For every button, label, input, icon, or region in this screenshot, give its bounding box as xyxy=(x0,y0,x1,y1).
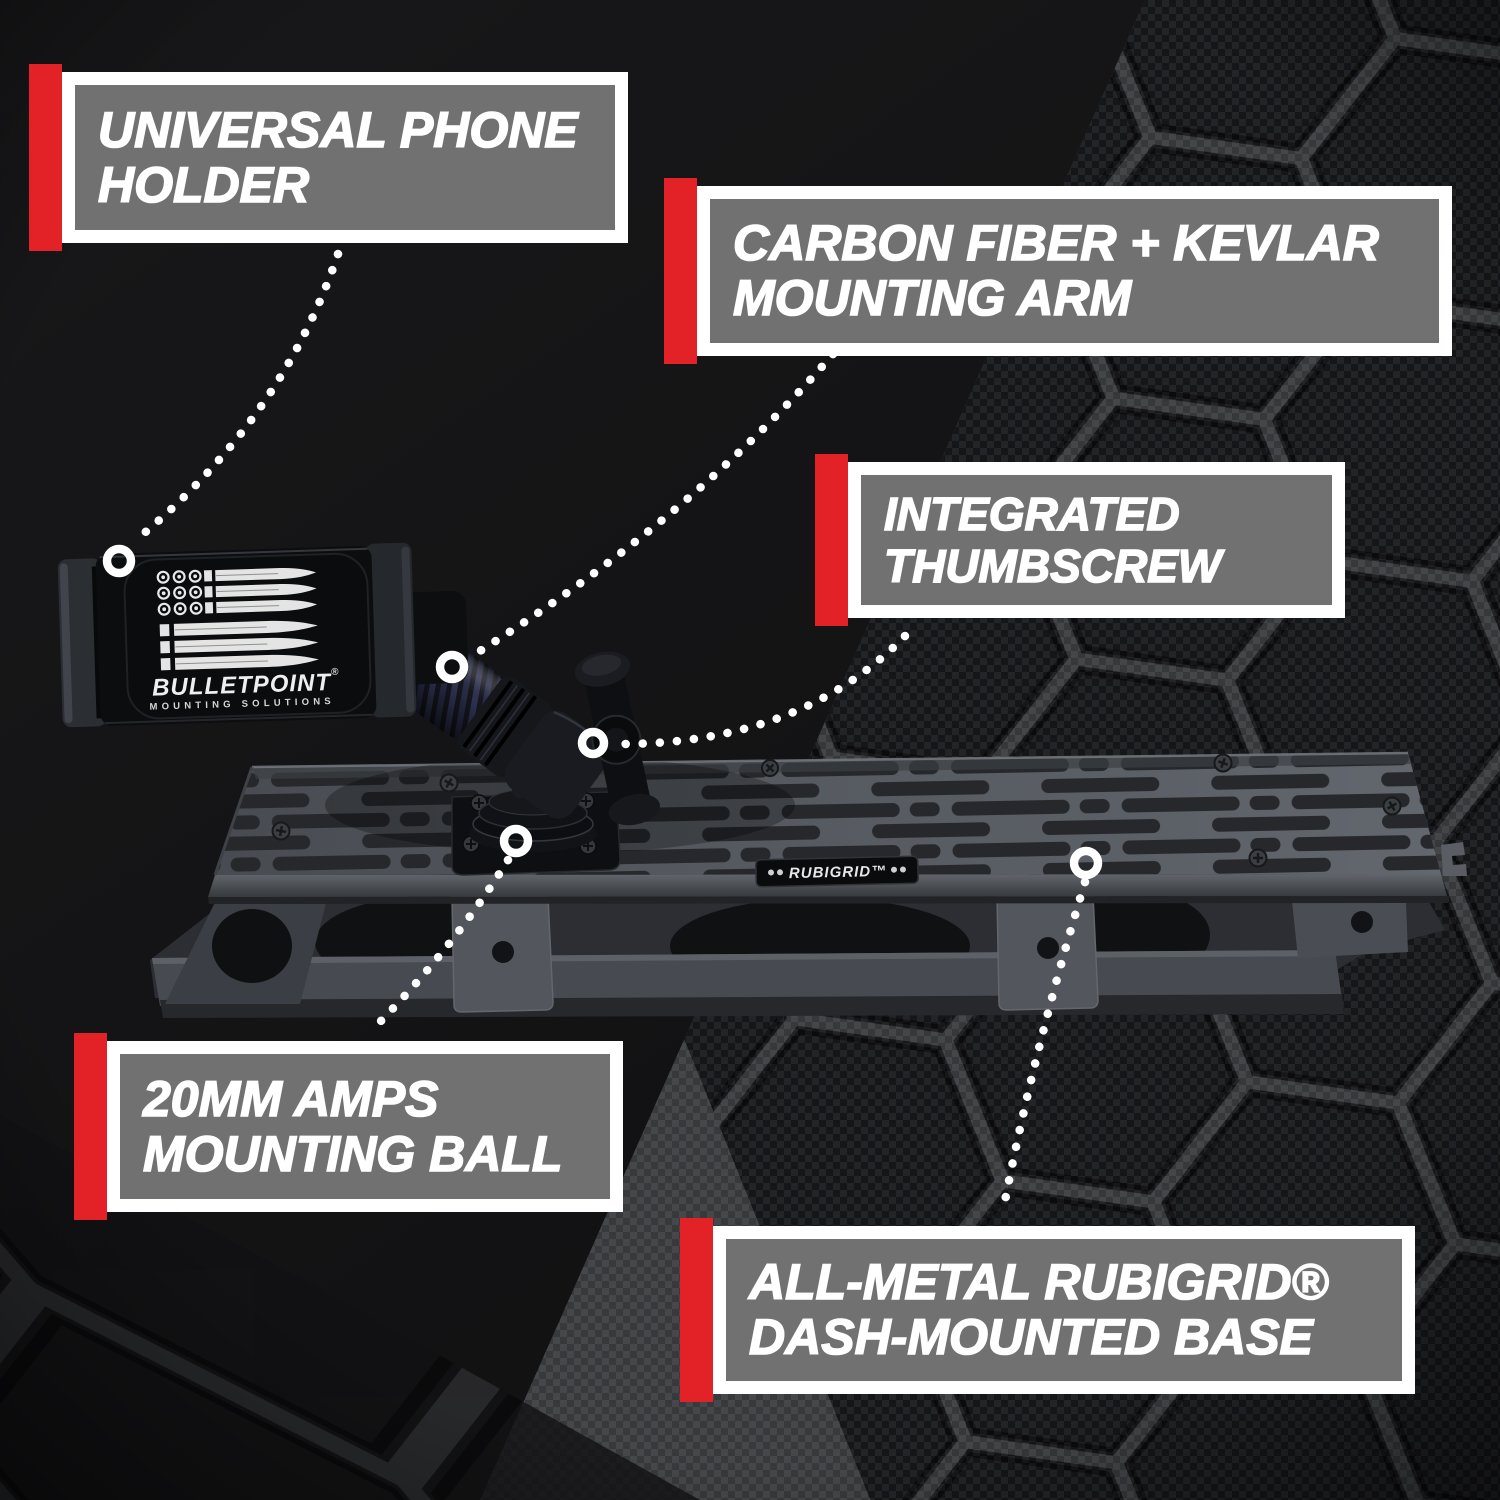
leader-line-phone-holder xyxy=(131,249,343,545)
callout-accent-bar xyxy=(664,178,697,364)
leader-ring-base xyxy=(1069,846,1103,880)
callout-text: UNIVERSAL PHONE xyxy=(97,101,578,158)
plate-screws xyxy=(271,753,1402,868)
callout-integrated-thumbscrew: INTEGRATED THUMBSCREW xyxy=(815,454,1345,626)
callout-text: DASH-MOUNTED BASE xyxy=(748,1309,1314,1366)
callout-rubigrid-dash-mounted-base: ALL-METAL RUBIGRID® DASH-MOUNTED BASE xyxy=(680,1218,1415,1402)
callout-amps-mounting-ball: 20MM AMPS MOUNTING BALL xyxy=(74,1033,623,1220)
callout-text: CARBON FIBER + KEVLAR xyxy=(732,215,1379,272)
rubigrid-base-plate: RUBIGRID™ xyxy=(150,751,1467,1018)
leader-line-mounting-ball xyxy=(367,855,513,1035)
rubigrid-badge: RUBIGRID™ xyxy=(755,855,919,888)
callout-text: 20MM AMPS xyxy=(142,1070,439,1127)
callout-universal-phone-holder: UNIVERSAL PHONE HOLDER xyxy=(29,64,628,251)
callout-panel: CARBON FIBER + KEVLAR MOUNTING ARM xyxy=(710,199,1439,343)
leader-lines xyxy=(131,249,1090,1211)
callout-panel: UNIVERSAL PHONE HOLDER xyxy=(75,85,615,230)
leader-ring-thumbscrew xyxy=(577,727,609,759)
rubigrid-badge-label: RUBIGRID™ xyxy=(789,863,888,882)
leader-line-base xyxy=(999,877,1090,1211)
callout-accent-bar xyxy=(74,1033,107,1220)
callout-text: ALL-METAL RUBIGRID® xyxy=(748,1254,1329,1311)
leader-ring-mounting-arm xyxy=(435,650,469,684)
callout-panel: 20MM AMPS MOUNTING BALL xyxy=(120,1054,610,1199)
leader-ring-mounting-ball xyxy=(499,824,533,858)
brand-logo: BULLETPOINT xyxy=(152,669,333,702)
callout-accent-bar xyxy=(29,64,62,251)
callout-carbon-fiber-kevlar-mounting-arm: CARBON FIBER + KEVLAR MOUNTING ARM xyxy=(664,178,1452,364)
callout-panel: INTEGRATED THUMBSCREW xyxy=(861,475,1332,605)
leader-ring-phone-holder xyxy=(102,544,136,578)
integrated-thumbscrew xyxy=(574,651,660,826)
callout-text: INTEGRATED xyxy=(883,487,1180,541)
callout-text: MOUNTING ARM xyxy=(732,270,1132,327)
callout-text: MOUNTING BALL xyxy=(142,1125,563,1182)
leader-rings xyxy=(102,544,1103,880)
callout-accent-bar xyxy=(680,1218,713,1402)
callout-accent-bar xyxy=(815,454,848,626)
universal-phone-holder: BULLETPOINT ® MOUNTING SOLUTIONS xyxy=(57,542,469,728)
callout-text: HOLDER xyxy=(97,156,310,213)
callout-text: THUMBSCREW xyxy=(883,539,1222,593)
bullet-flag-graphic xyxy=(156,567,319,671)
brand-registered-mark: ® xyxy=(331,667,339,678)
callout-panel: ALL-METAL RUBIGRID® DASH-MOUNTED BASE xyxy=(726,1239,1402,1381)
